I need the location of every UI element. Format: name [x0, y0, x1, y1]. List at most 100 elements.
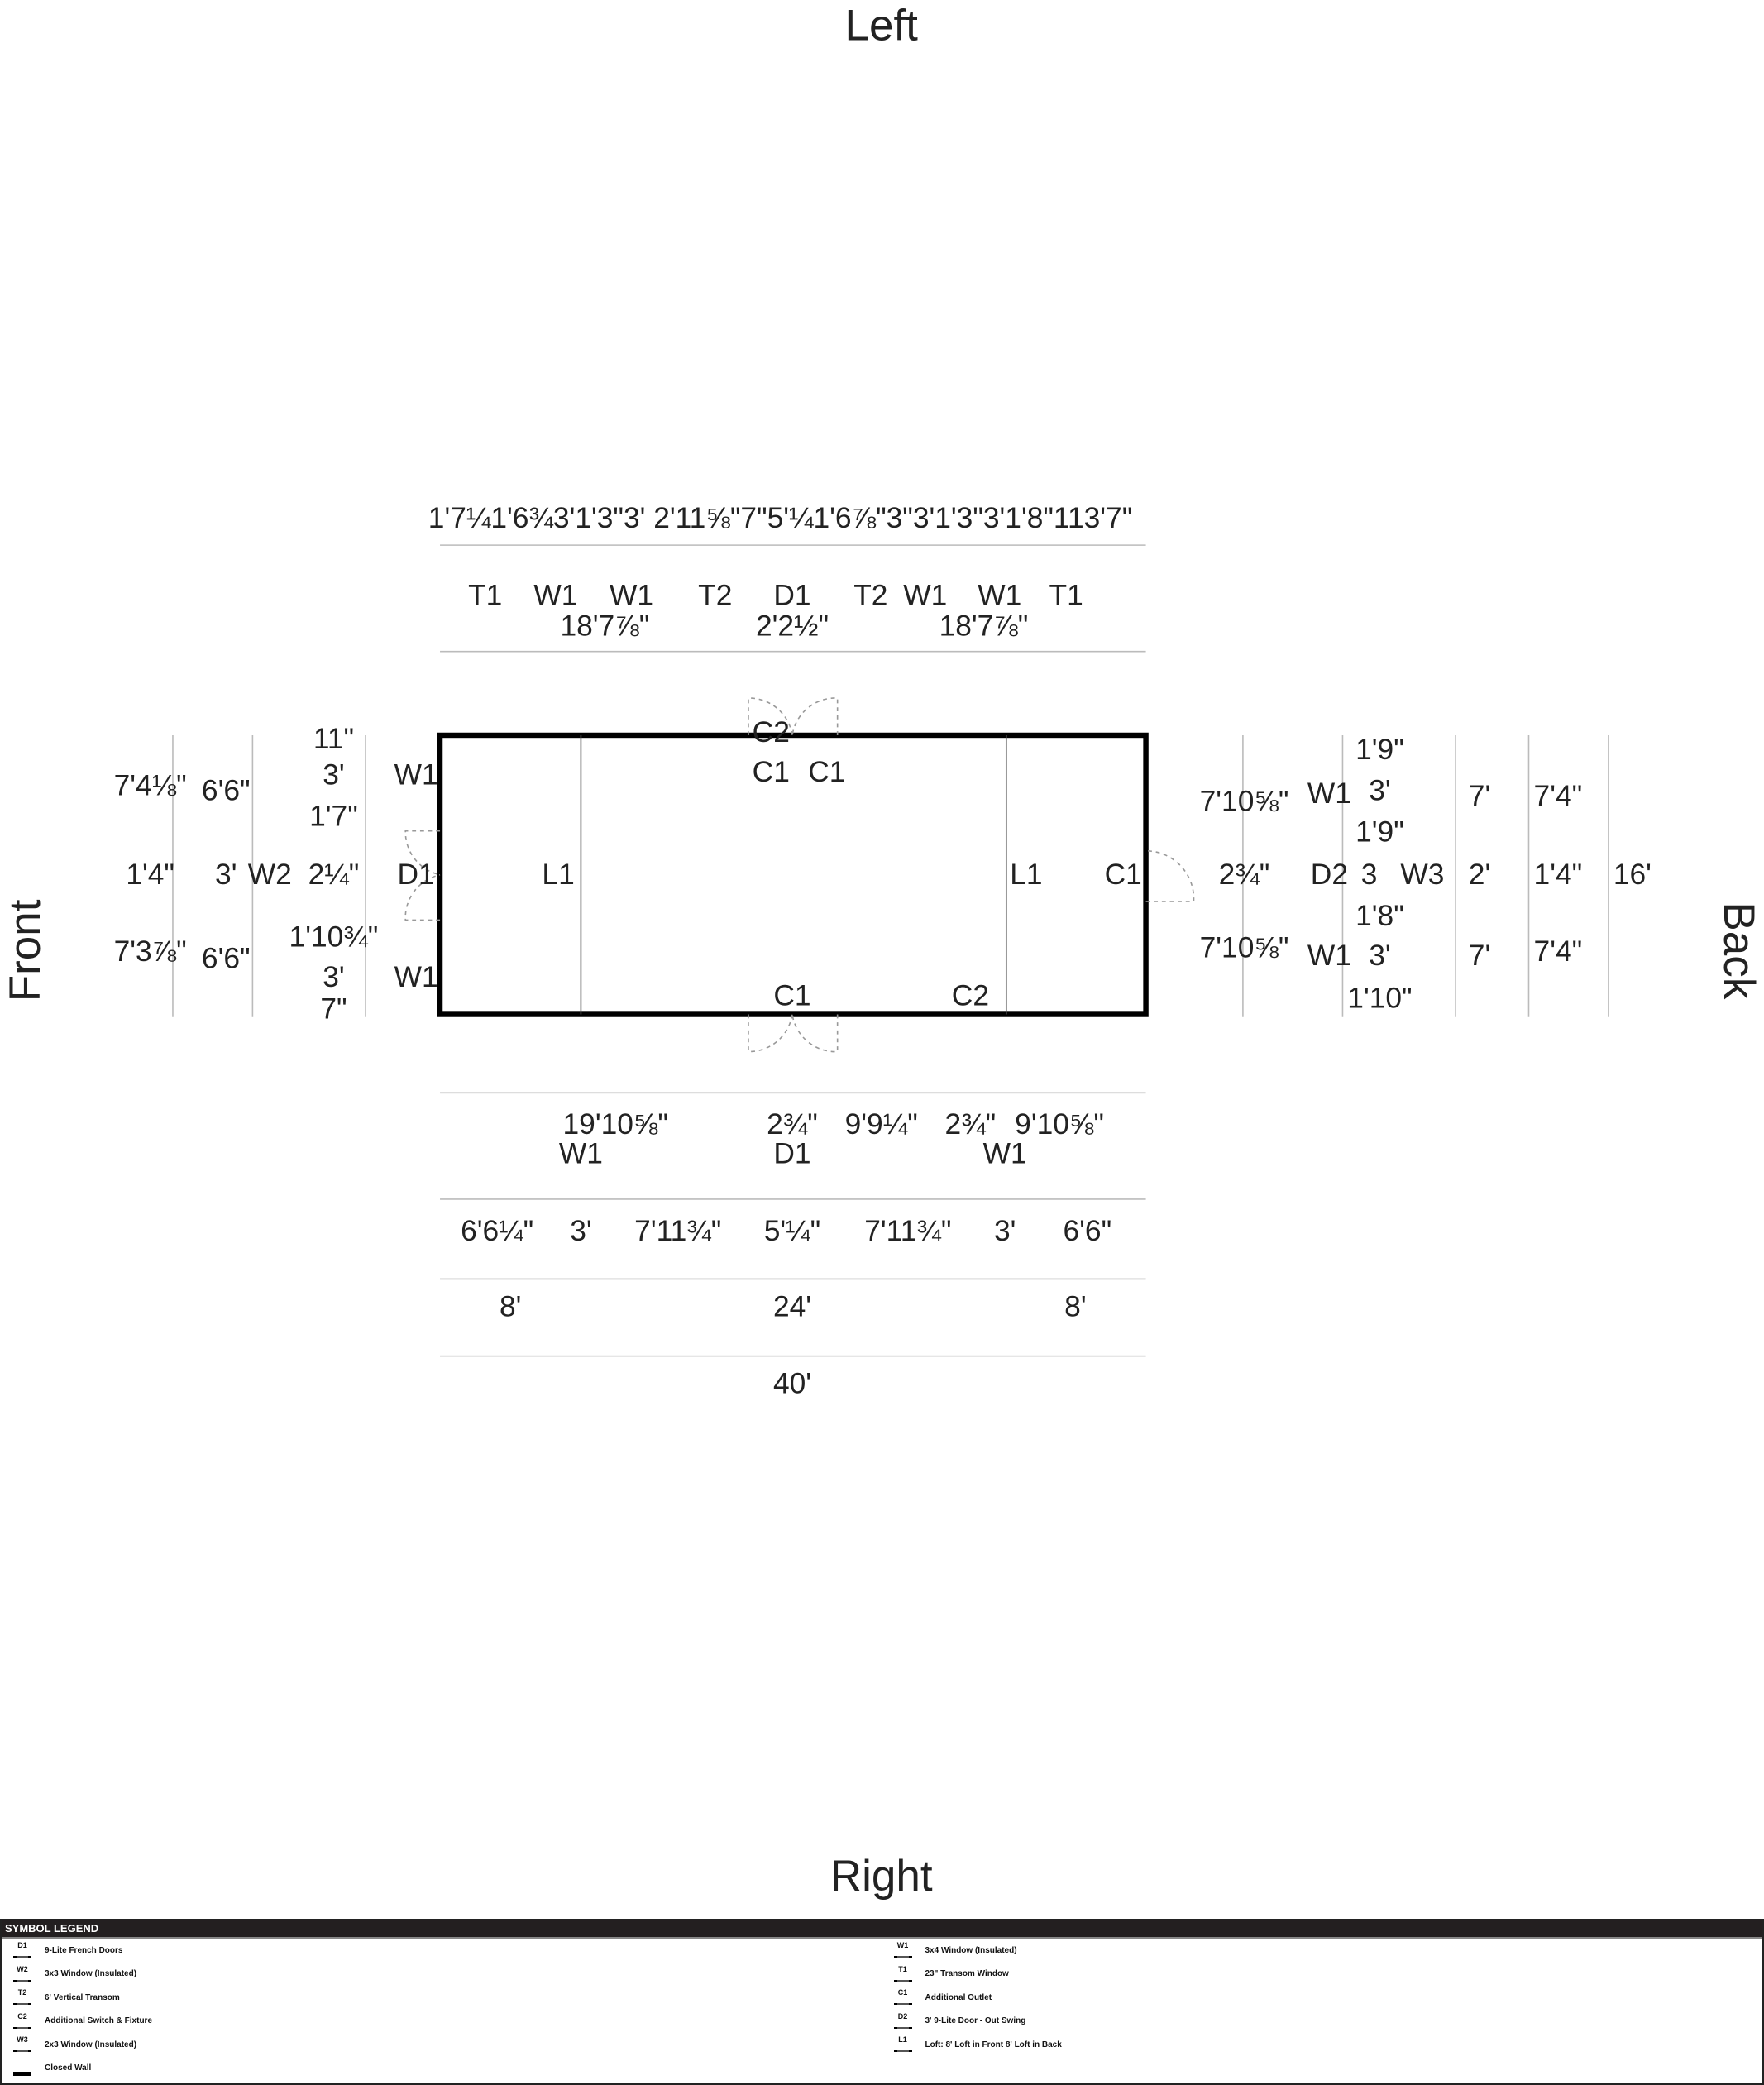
- back-dimension: 7'10⅝": [1200, 786, 1289, 818]
- front-opening-label: W2: [248, 858, 292, 891]
- interior-symbol-label: C2: [952, 979, 989, 1011]
- legend-code: D1: [17, 1941, 27, 1950]
- bottom-opening-label: D1: [773, 1138, 810, 1170]
- legend-item: D2 3' 9-Lite Door - Out Swing: [882, 2010, 1763, 2034]
- front-opening-label: W1: [394, 758, 438, 791]
- interior-symbol-label: L1: [542, 858, 574, 891]
- legend-label: 6' Vertical Transom: [45, 1992, 120, 2002]
- legend-label: Additional Outlet: [925, 1992, 992, 2002]
- bottom-dimension: 6'6¼": [461, 1215, 533, 1247]
- back-dimension: 3': [1369, 775, 1390, 807]
- bottom-dimension: 3': [994, 1215, 1016, 1247]
- back-dimension: 2': [1469, 858, 1490, 891]
- legend-label: 3x4 Window (Insulated): [925, 1945, 1017, 1955]
- top-opening-label: W1: [978, 579, 1021, 611]
- top-opening-label: W1: [533, 579, 577, 611]
- legend-code: W1: [896, 1941, 909, 1950]
- bottom-opening-label: W1: [983, 1138, 1027, 1170]
- front-dimension: 3': [323, 758, 344, 791]
- side-label-left: Left: [844, 1, 918, 50]
- t1-symbol-icon: T1: [892, 1965, 914, 1983]
- front-dimension: 6'6": [202, 775, 251, 807]
- bottom-section-dimension: 24': [773, 1290, 811, 1322]
- top-opening-label: T2: [853, 579, 887, 611]
- interior-symbol-label: L1: [1010, 858, 1042, 891]
- back-dimension: 7'10⅝": [1200, 931, 1289, 964]
- legend-label: 3x3 Window (Insulated): [45, 1969, 137, 1979]
- legend-item: Closed Wall: [2, 2057, 882, 2081]
- front-dimension: 2¼": [308, 858, 360, 891]
- back-opening-label: W1: [1307, 940, 1351, 972]
- front-dimension: 1'4": [126, 858, 174, 891]
- legend-item: W3 2x3 Window (Insulated): [2, 2033, 882, 2057]
- t2-symbol-icon: T2: [12, 1988, 33, 2006]
- bottom-dimension: 19'10⅝": [562, 1108, 667, 1141]
- top-opening-label: T1: [468, 579, 502, 611]
- legend-label: 23" Transom Window: [925, 1969, 1009, 1979]
- front-dimension: 1'7": [309, 800, 358, 832]
- back-dimension: 1'10": [1347, 982, 1412, 1014]
- back-dimension: 2¾": [1219, 858, 1270, 891]
- bottom-dimension: 7'11¾": [634, 1215, 721, 1247]
- c1-symbol-icon: C1: [892, 1988, 914, 2006]
- w3-symbol-icon: W3: [12, 2035, 33, 2054]
- legend-title: SYMBOL LEGEND: [2, 1920, 1762, 1939]
- legend-code: C1: [897, 1988, 908, 1997]
- top-overall-dimension: 18'7⅞": [939, 610, 1029, 642]
- side-label-back: Back: [1714, 901, 1763, 999]
- bottom-dimension: 3': [570, 1215, 591, 1247]
- interior-symbol-label: C1: [808, 756, 845, 788]
- legend-code: T1: [898, 1964, 907, 1973]
- dimension-lines: [172, 544, 1609, 1357]
- back-opening-label: W3: [1400, 858, 1444, 891]
- legend-code: D2: [897, 2011, 908, 2020]
- legend-label: 3' 9-Lite Door - Out Swing: [925, 2016, 1026, 2026]
- legend-code: C2: [17, 2011, 27, 2020]
- building-outline: [404, 697, 1195, 1053]
- closed-wall-symbol-icon: [12, 2059, 33, 2078]
- front-opening-label: W1: [394, 961, 438, 993]
- legend-item: W2 3x3 Window (Insulated): [2, 1963, 882, 1987]
- side-label-right: Right: [830, 1852, 933, 1901]
- front-dimension: 6'6": [202, 942, 251, 974]
- legend-item: W1 3x4 Window (Insulated): [882, 1939, 1763, 1963]
- w2-symbol-icon: W2: [12, 1965, 33, 1983]
- interior-symbol-label: C1: [753, 756, 790, 788]
- w1-symbol-icon: W1: [892, 1941, 914, 1959]
- d2-symbol-icon: D2: [892, 2012, 914, 2030]
- front-dimension: 11": [313, 723, 354, 755]
- legend-item: T2 6' Vertical Transom: [2, 1986, 882, 2010]
- top-overall-dimension: 18'7⅞": [560, 610, 649, 642]
- front-dimension: 1'10¾": [289, 921, 379, 954]
- d1-symbol-icon: D1: [12, 1941, 33, 1959]
- legend-code: W3: [17, 2035, 28, 2044]
- l1-symbol-icon: L1: [892, 2035, 914, 2054]
- back-dimension: 3': [1369, 940, 1390, 972]
- legend-label: Closed Wall: [45, 2063, 92, 2073]
- back-dimension: 7': [1469, 780, 1490, 812]
- front-opening-label: D1: [398, 858, 435, 891]
- top-overall-dimension: 2'2½": [756, 610, 829, 642]
- bottom-dimension: 5'¼": [764, 1215, 820, 1247]
- front-dimension: 7'4⅛": [114, 769, 187, 801]
- legend-column-right: W1 3x4 Window (Insulated) T1 23" Transom Wi…: [882, 1939, 1763, 2080]
- front-dimension: 7'3⅞": [114, 935, 187, 968]
- bottom-opening-label: W1: [559, 1138, 603, 1170]
- back-dimension: 7'4": [1534, 780, 1583, 812]
- interior-symbol-label: C1: [773, 979, 810, 1011]
- legend-item: T1 23" Transom Window: [882, 1963, 1763, 1987]
- back-dimension: 7': [1469, 940, 1490, 972]
- bottom-dimension: 2¾": [767, 1108, 818, 1141]
- legend-label: Loft: 8' Loft in Front 8' Loft in Back: [925, 2040, 1062, 2049]
- top-opening-label: T1: [1049, 579, 1083, 611]
- bottom-dimension: 2¾": [945, 1108, 997, 1141]
- legend-label: 2x3 Window (Insulated): [45, 2040, 137, 2049]
- top-opening-label: W1: [903, 579, 947, 611]
- back-dimension: 1'4": [1534, 858, 1583, 891]
- side-label-front: Front: [1, 899, 50, 1002]
- legend-code: L1: [898, 2035, 907, 2044]
